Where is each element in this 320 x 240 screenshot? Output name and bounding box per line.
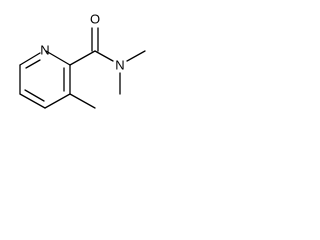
- bond-c-n-amide: [94, 50, 114, 62]
- bond-c6-n1: [19, 52, 41, 66]
- bond-c4-c5-inner: [24, 89, 45, 102]
- carboxamide-group: [69, 27, 146, 95]
- bond-c6-n1-inner: [25, 59, 41, 69]
- bond-methyl: [69, 93, 96, 109]
- amide-nitrogen-label: N: [115, 58, 124, 73]
- pyridine-ring: [19, 50, 71, 109]
- bond-c3-c4: [44, 93, 71, 109]
- bond-c4-c5: [19, 93, 46, 109]
- bond-n-methyl-up: [126, 50, 146, 62]
- ring-nitrogen-label: N: [40, 43, 49, 58]
- bond-n1-c2: [45, 50, 71, 66]
- carbonyl-oxygen-label: O: [90, 12, 100, 27]
- bond-c2-carbonyl: [69, 50, 96, 66]
- chemical-structure: N O N: [19, 12, 146, 109]
